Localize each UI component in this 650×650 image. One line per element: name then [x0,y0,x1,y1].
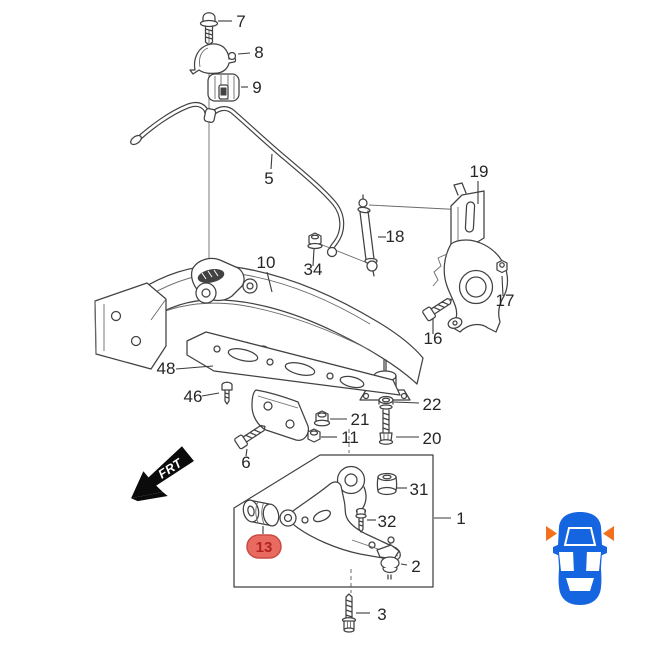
part-label-21[interactable]: 21 [351,410,370,429]
part-label-11[interactable]: 11 [341,428,359,447]
rear-bushing-31-drawing [376,472,398,496]
part-label-10[interactable]: 10 [257,253,276,272]
bolt-46-drawing [221,381,233,405]
part-label-2[interactable]: 2 [411,557,420,576]
car-top-view-icon [546,512,614,605]
frt-direction-arrow: FRT [131,446,194,502]
bolt-20-drawing [378,409,394,445]
bolt-6-drawing [234,424,266,450]
part-label-17[interactable]: 17 [496,291,515,310]
brace-plate-drawing [186,331,401,396]
front-axle-left-arrow-icon [546,526,557,541]
part-label-34[interactable]: 34 [304,260,323,279]
part-label-48[interactable]: 48 [157,359,176,378]
stabilizer-link-nut-drawing [307,232,323,250]
bolt-32-drawing [355,507,367,533]
stabilizer-link-drawing [357,194,378,277]
part-label-1[interactable]: 1 [456,509,465,528]
front-bushing-13-drawing [242,499,280,527]
stabilizer-bushing-drawing [207,73,240,102]
part-label-8[interactable]: 8 [254,43,263,62]
part-label-16[interactable]: 16 [424,329,443,348]
part-label-13-highlight[interactable]: 13 [246,534,282,559]
part-label-19[interactable]: 19 [470,162,489,181]
part-label-31[interactable]: 31 [410,480,429,499]
nut-21-drawing [313,410,331,427]
part-labels: 7 8 9 5 19 18 34 10 17 16 48 46 21 11 22… [157,12,515,624]
stabilizer-bracket-drawing [189,43,237,75]
steering-knuckle-drawing [432,182,509,333]
part-label-46[interactable]: 46 [184,387,203,406]
knuckle-bolt-drawing [422,297,452,322]
part-label-6[interactable]: 6 [241,453,250,472]
part-label-22[interactable]: 22 [423,395,442,414]
part-label-32[interactable]: 32 [378,512,397,531]
part-label-18[interactable]: 18 [386,227,405,246]
leader-lines [175,20,504,614]
ball-joint-drawing [376,536,400,580]
nut-11-drawing [307,428,321,443]
part-label-3[interactable]: 3 [377,605,386,624]
part-label-13[interactable]: 13 [256,539,273,556]
front-axle-right-arrow-icon [603,526,614,541]
control-arm-box [233,454,434,588]
part-label-5[interactable]: 5 [264,169,273,188]
subframe-crossmember-drawing [94,257,424,441]
part-label-9[interactable]: 9 [252,78,261,97]
bolt-3-drawing [341,593,357,633]
part-label-7[interactable]: 7 [236,12,245,31]
knuckle-nut-drawing [496,259,508,274]
nut-22-drawing [378,395,394,410]
stabilizer-bar-drawing [130,101,345,258]
stabilizer-clamp-bolt-drawing [199,12,219,46]
part-label-20[interactable]: 20 [423,429,442,448]
